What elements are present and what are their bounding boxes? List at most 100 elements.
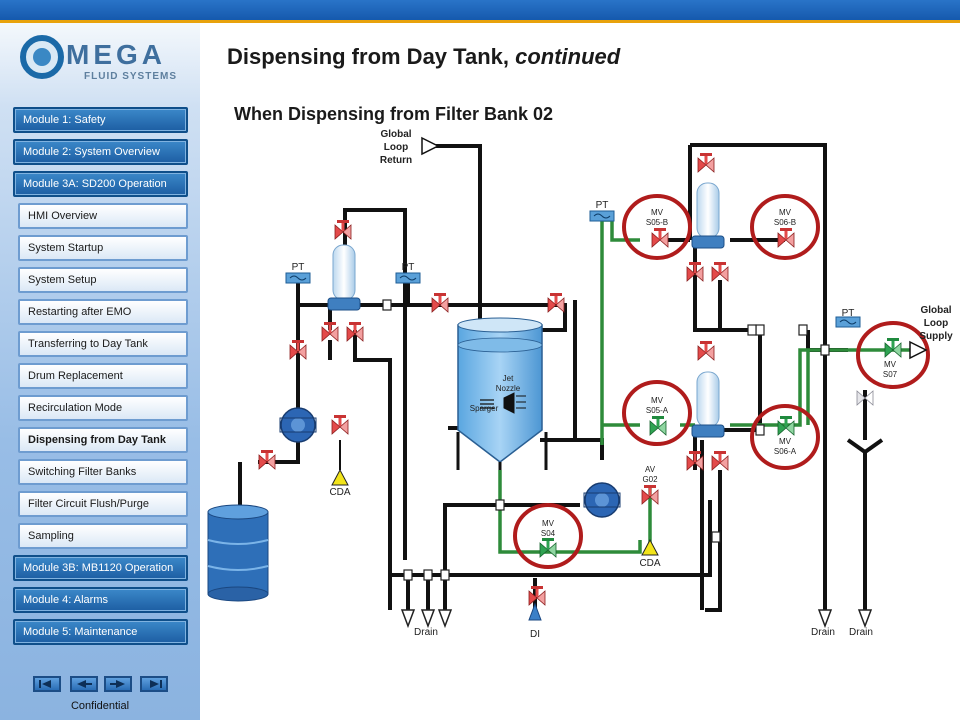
pressure-transmitter-icon [285, 272, 311, 284]
valve-open-icon [777, 415, 795, 436]
highlight-mv-s06b [750, 194, 820, 260]
day-tank [456, 317, 548, 470]
dispense-pump [583, 482, 621, 518]
nav-filter-circuit-flush[interactable]: Filter Circuit Flush/Purge [18, 491, 188, 517]
valve-closed-icon [777, 227, 795, 248]
valve-open-icon [539, 537, 557, 558]
valve-closed-icon [258, 449, 276, 470]
valve-closed-icon [331, 414, 349, 435]
pipe-fitting-icon [755, 424, 765, 436]
nav-dispensing-from-day-tank[interactable]: Dispensing from Day Tank [18, 427, 188, 453]
first-page-icon[interactable] [33, 676, 61, 692]
filter-bank-02-b [691, 182, 725, 249]
nav-drum-replacement[interactable]: Drum Replacement [18, 363, 188, 389]
page-title-main: Dispensing from Day Tank, [227, 44, 509, 69]
next-page-icon[interactable] [104, 676, 132, 692]
svg-text:Loop: Loop [924, 318, 948, 329]
valve-closed-icon [697, 340, 715, 361]
cda-supply-icon [331, 469, 349, 486]
label-cda: CDA [639, 558, 660, 569]
confidential-label: Confidential [70, 700, 130, 712]
nav-system-startup[interactable]: System Startup [18, 235, 188, 261]
previous-page-icon[interactable] [70, 676, 98, 692]
svg-text:Loop: Loop [384, 142, 408, 153]
label-mv: MV [542, 519, 555, 528]
diagram-labels: Global Loop Return Global Loop Supply PT… [292, 129, 953, 640]
supply-drum [207, 504, 269, 602]
nav-recirculation-mode[interactable]: Recirculation Mode [18, 395, 188, 421]
pipe-fitting-icon [820, 344, 830, 356]
nav-module-3b[interactable]: Module 3B: MB1120 Operation [13, 555, 188, 581]
label-drain: Drain [849, 627, 873, 638]
highlighted-valves [513, 194, 930, 569]
drain-icon [401, 609, 415, 627]
page-subtitle: When Dispensing from Filter Bank 02 [234, 104, 554, 124]
cda-supply-icon [641, 539, 659, 556]
label-global-loop-return: Global [380, 129, 411, 140]
pipe-fitting-icon [440, 569, 450, 581]
label-pt: PT [402, 262, 415, 273]
drum-pump [279, 407, 317, 443]
highlight-mv-s07 [856, 321, 930, 389]
label-mv-s07: S07 [883, 370, 898, 379]
loop-supply-arrow-icon [909, 340, 928, 360]
nav-sampling[interactable]: Sampling [18, 523, 188, 549]
logo-brand: MEGA [66, 39, 166, 70]
highlight-mv-s06a [750, 404, 820, 470]
pipe-fitting-icon [495, 499, 505, 511]
nav-transferring-to-day-tank[interactable]: Transferring to Day Tank [18, 331, 188, 357]
valve-closed-icon [321, 321, 339, 342]
process-diagram: Global Loop Return Global Loop Supply PT… [207, 129, 953, 640]
nav-module-2[interactable]: Module 2: System Overview [13, 139, 188, 165]
pipe-fitting-icon [403, 569, 413, 581]
company-logo: MEGA FLUID SYSTEMS [20, 33, 180, 89]
label-pt: PT [842, 308, 855, 319]
svg-text:Supply: Supply [919, 331, 953, 342]
valve-closed-icon [697, 152, 715, 173]
drain-icon [818, 609, 832, 627]
nav-switching-filter-banks[interactable]: Switching Filter Banks [18, 459, 188, 485]
label-av-g02: G02 [642, 475, 658, 484]
valve-open-icon [884, 337, 902, 358]
valve-closed-icon [711, 450, 729, 471]
nav-module-3a[interactable]: Module 3A: SD200 Operation [13, 171, 188, 197]
label-global-loop-supply: Global [920, 305, 951, 316]
pressure-transmitter-icon [395, 272, 421, 284]
pipe-fitting-icon [711, 531, 721, 543]
filter-bank-01 [327, 244, 361, 311]
nav-module-4[interactable]: Module 4: Alarms [13, 587, 188, 613]
label-mv: MV [779, 437, 792, 446]
label-di: DI [530, 629, 540, 640]
di-water-icon [528, 602, 542, 621]
label-mv-s04: S04 [541, 529, 556, 538]
pipe-fitting-icon [755, 324, 765, 336]
label-drain: Drain [811, 627, 835, 638]
loop-return-arrow-icon [421, 136, 440, 156]
nav-module-5[interactable]: Module 5: Maintenance [13, 619, 188, 645]
pipe-fitting-icon [798, 324, 808, 336]
nav-hmi-overview[interactable]: HMI Overview [18, 203, 188, 229]
last-page-icon[interactable] [140, 676, 168, 692]
pressure-transmitter-icon [589, 210, 615, 222]
label-drain: Drain [414, 627, 438, 638]
valve-closed-icon [547, 292, 565, 313]
nav-system-setup[interactable]: System Setup [18, 267, 188, 293]
highlight-mv-s04 [513, 503, 583, 569]
omega-logo-icon [20, 35, 64, 79]
label-mv-s05b: S05-B [646, 218, 668, 227]
valve-closed-icon [651, 227, 669, 248]
label-mv: MV [651, 396, 664, 405]
nav-module-1[interactable]: Module 1: Safety [13, 107, 188, 133]
label-mv: MV [884, 360, 897, 369]
pipe-fitting-icon [382, 299, 392, 311]
label-cda: CDA [329, 487, 350, 498]
label-mv-s06b: S06-B [774, 218, 796, 227]
drain-icon [438, 609, 452, 627]
logo-tagline: FLUID SYSTEMS [84, 71, 178, 82]
nav-restarting-after-emo[interactable]: Restarting after EMO [18, 299, 188, 325]
label-mv-s06a: S06-A [774, 447, 797, 456]
valve-closed-icon [431, 292, 449, 313]
label-mv: MV [779, 208, 792, 217]
valve-open-icon [649, 415, 667, 436]
label-pt: PT [596, 200, 609, 211]
